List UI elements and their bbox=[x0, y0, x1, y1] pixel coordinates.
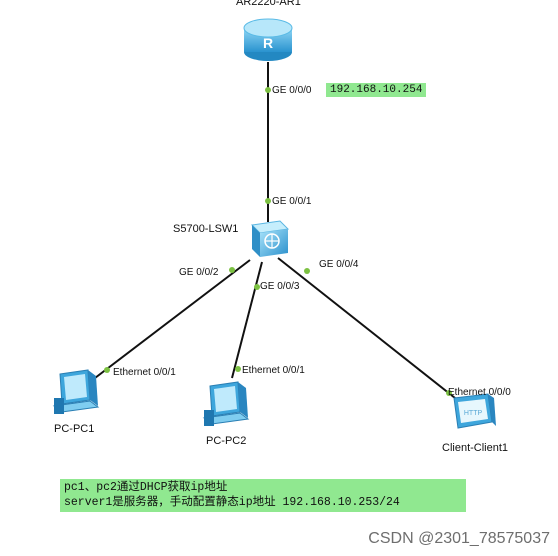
port-dot-client1-eth bbox=[446, 390, 452, 396]
note-line-2: server1是服务器，手动配置静态ip地址 192.168.10.253/24 bbox=[64, 496, 400, 509]
switch-icon bbox=[250, 220, 290, 257]
router-icon: R bbox=[243, 18, 293, 61]
port-dot-lsw1-ge001 bbox=[265, 198, 271, 204]
link-lsw1-client1[interactable] bbox=[277, 257, 456, 399]
port-dot-pc1-eth bbox=[104, 367, 110, 373]
port-dot-lsw1-ge003 bbox=[254, 284, 260, 290]
pc-pc1[interactable] bbox=[52, 368, 100, 418]
if-label-client1-eth: Ethernet 0/0/0 bbox=[448, 387, 511, 398]
http-badge-label: HTTP bbox=[464, 410, 483, 417]
link-lsw1-pc2[interactable] bbox=[231, 261, 263, 379]
port-dot-pc2-eth bbox=[235, 366, 241, 372]
switch-name-label: S5700-LSW1 bbox=[173, 223, 239, 235]
router-ar1[interactable]: R bbox=[242, 14, 294, 64]
router-ip-label: 192.168.10.254 bbox=[326, 83, 427, 97]
pc1-name-label: PC-PC1 bbox=[54, 423, 95, 435]
note-line-1: pc1、pc2通过DHCP获取ip地址 bbox=[64, 481, 228, 494]
pc-icon bbox=[202, 381, 250, 426]
watermark: CSDN @2301_78575037 bbox=[368, 530, 550, 547]
pc-icon bbox=[52, 369, 100, 414]
port-dot-lsw1-ge004 bbox=[304, 268, 310, 274]
link-lsw1-pc1[interactable] bbox=[94, 259, 251, 379]
if-label-lsw1-ge003: GE 0/0/3 bbox=[260, 281, 300, 292]
router-name-label: AR2220-AR1 bbox=[236, 0, 301, 8]
switch-lsw1[interactable] bbox=[246, 219, 290, 259]
port-dot-ar1-ge000 bbox=[265, 87, 271, 93]
note-textbox[interactable]: pc1、pc2通过DHCP获取ip地址 server1是服务器，手动配置静态ip… bbox=[60, 479, 466, 512]
if-label-ar1-ge000: GE 0/0/0 bbox=[272, 85, 312, 96]
if-label-pc1-eth: Ethernet 0/0/1 bbox=[113, 367, 176, 378]
pc2-name-label: PC-PC2 bbox=[206, 435, 247, 447]
port-dot-lsw1-ge002 bbox=[229, 267, 235, 273]
pc-pc2[interactable] bbox=[202, 380, 250, 430]
svg-text:R: R bbox=[263, 35, 273, 51]
http-client-icon: HTTP bbox=[453, 393, 496, 429]
client-name-label: Client-Client1 bbox=[442, 442, 509, 454]
if-label-pc2-eth: Ethernet 0/0/1 bbox=[242, 365, 305, 376]
if-label-lsw1-ge004: GE 0/0/4 bbox=[319, 259, 359, 270]
if-label-lsw1-ge001: GE 0/0/1 bbox=[272, 196, 312, 207]
if-label-lsw1-ge002: GE 0/0/2 bbox=[179, 267, 219, 278]
client-client1[interactable]: HTTP bbox=[450, 392, 496, 432]
